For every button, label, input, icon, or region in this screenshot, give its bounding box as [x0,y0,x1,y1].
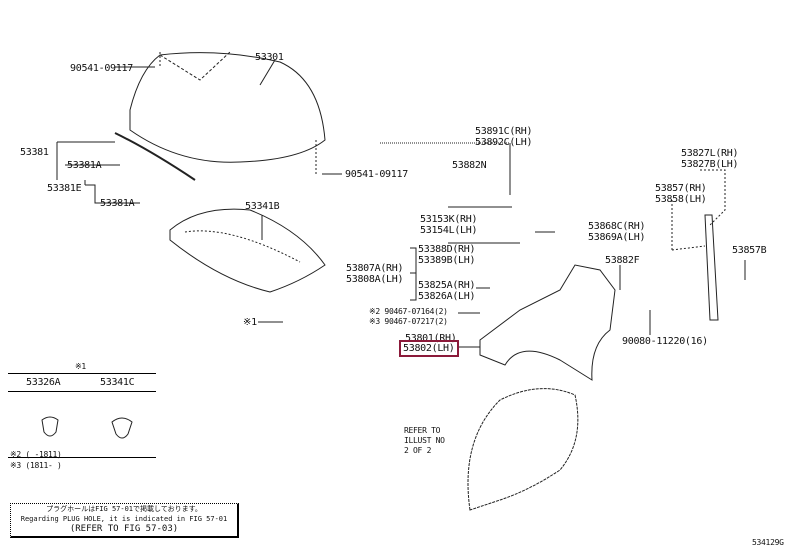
part-label[interactable]: 90541-09117 [70,63,133,74]
part-label[interactable]: 53868C(RH) [588,221,646,232]
note-line-jp: プラグホールはFIG 57-01で掲載しております。 [46,505,202,513]
part-label[interactable]: ※2 90467-07164(2) [369,307,448,316]
part-label[interactable]: 53341B [245,201,280,212]
refer-note: REFER TO [404,426,441,435]
part-label[interactable]: 53807A(RH) [346,263,404,274]
part-label[interactable]: 53869A(LH) [588,232,646,243]
part-label[interactable]: 53882F [605,255,640,266]
clip-53341c-icon [111,417,133,439]
part-label[interactable]: 53154L(LH) [420,225,478,236]
fender-liner [467,388,579,511]
part-label[interactable]: 53857(RH) [655,183,707,194]
plug-hole-note: プラグホールはFIG 57-01で掲載しております。 Regarding PLU… [10,503,239,538]
footnote-3: ※3 (1811- ) [10,461,62,470]
part-label[interactable]: 53882N [452,160,487,171]
legend-col-53326A[interactable]: 53326A [26,377,61,388]
part-label[interactable]: 90080-11220(16) [622,336,708,347]
hood-seal [114,132,196,181]
part-label[interactable]: 90541-09117 [345,169,408,180]
part-label[interactable]: 53858(LH) [655,194,707,205]
part-label[interactable]: 53388D(RH) [418,244,476,255]
part-label[interactable]: ※1 [243,317,257,328]
part-label[interactable]: 53381A [100,198,135,209]
part-label[interactable]: 53381E [47,183,82,194]
hood-outline [129,52,326,163]
hood-insulator [169,208,326,293]
refer-note: 2 OF 2 [404,446,432,455]
part-label[interactable]: 53808A(LH) [346,274,404,285]
part-label-highlighted[interactable]: 53802(LH) [399,340,459,357]
part-label[interactable]: 53825A(RH) [418,280,476,291]
legend-title: ※1 [75,362,86,371]
refer-note: ILLUST NO [404,436,445,445]
fender-outline [479,264,616,381]
part-label[interactable]: 53301 [255,52,284,63]
clip-icons [41,416,133,439]
part-label[interactable]: 53857B [732,245,767,256]
part-label[interactable]: 53827B(LH) [681,159,739,170]
clip-legend-table: 53326A 53341C [8,373,156,458]
clip-53326a-icon [41,416,59,437]
fender-bracket [704,214,719,321]
part-label[interactable]: 53891C(RH) [475,126,533,137]
legend-col-53341C[interactable]: 53341C [100,377,135,388]
figure-id: 534129G [752,538,784,547]
part-label[interactable]: 53389B(LH) [418,255,476,266]
note-line-en: Regarding PLUG HOLE, it is indicated in … [20,515,228,523]
part-label[interactable]: 53381A [67,160,102,171]
part-label[interactable]: 53381 [20,147,49,158]
part-label[interactable]: 53153K(RH) [420,214,478,225]
part-label[interactable]: 53826A(LH) [418,291,476,302]
part-label[interactable]: 53892C(LH) [475,137,533,148]
part-label[interactable]: 53801(RH) [405,333,457,344]
part-label[interactable]: 53827L(RH) [681,148,739,159]
note-line-ref[interactable]: (REFER TO FIG 57-03) [69,524,179,534]
footnote-2: ※2 ( -1811) [10,450,62,459]
part-label[interactable]: ※3 90467-07217(2) [369,317,448,326]
